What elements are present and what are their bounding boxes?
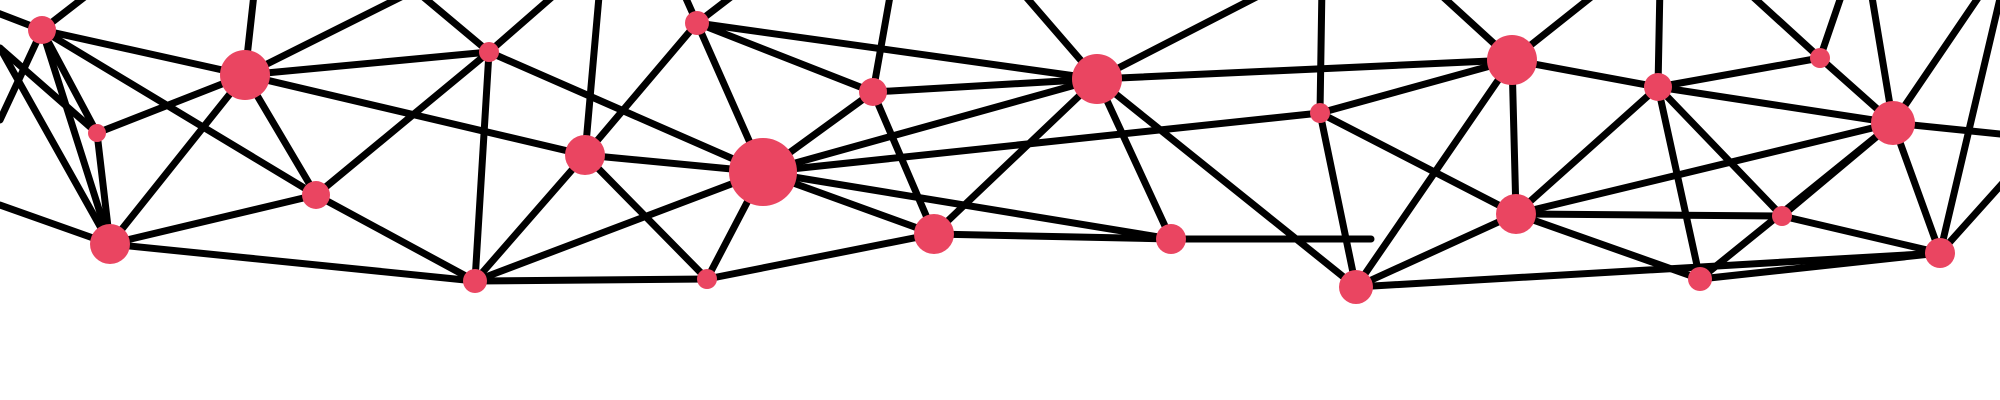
network-edge bbox=[1778, 119, 1897, 220]
network-edge bbox=[1936, 180, 2000, 257]
network-edge bbox=[1654, 83, 1704, 283]
node-layer bbox=[28, 11, 1955, 304]
network-edge bbox=[106, 71, 249, 248]
network-edge bbox=[1512, 119, 1897, 218]
network-edge bbox=[1816, 0, 1844, 62]
network-node bbox=[88, 124, 106, 142]
network-edge bbox=[1316, 109, 1520, 218]
network-edge bbox=[1654, 83, 1786, 220]
network-edge bbox=[1654, 0, 1664, 91]
network-edge bbox=[471, 48, 493, 285]
network-edge bbox=[485, 0, 554, 56]
network-edge bbox=[93, 71, 249, 137]
network-edge bbox=[930, 75, 1101, 238]
network-edge bbox=[38, 26, 101, 137]
network-edge bbox=[703, 230, 938, 283]
network-node bbox=[1339, 270, 1373, 304]
network-node bbox=[90, 224, 130, 264]
network-node bbox=[697, 269, 717, 289]
network-node bbox=[28, 16, 56, 44]
network-node bbox=[302, 181, 330, 209]
network-node bbox=[1810, 48, 1830, 68]
network-edge bbox=[1093, 75, 1175, 243]
network-edge bbox=[0, 26, 46, 124]
network-node bbox=[1772, 206, 1792, 226]
network-node bbox=[1644, 73, 1672, 101]
network-edge bbox=[1512, 83, 1662, 218]
network-node bbox=[463, 269, 487, 293]
network-edge bbox=[930, 230, 1175, 243]
network-node bbox=[729, 138, 797, 206]
network-node bbox=[1688, 267, 1712, 291]
network-edge bbox=[0, 44, 101, 137]
network-edge bbox=[1316, 56, 1516, 117]
network-edge bbox=[759, 75, 1101, 176]
network-node bbox=[914, 214, 954, 254]
network-edge bbox=[693, 19, 877, 96]
network-node bbox=[479, 42, 499, 62]
network-edge bbox=[1093, 0, 1259, 83]
network-node bbox=[1871, 101, 1915, 145]
network-node bbox=[685, 11, 709, 35]
network-edge bbox=[106, 240, 479, 285]
network-edge bbox=[471, 168, 767, 285]
network-edge bbox=[869, 88, 938, 238]
network-edge bbox=[1889, 119, 1944, 257]
network-edge bbox=[693, 19, 1101, 83]
network-edge bbox=[1316, 109, 1360, 291]
network-edge bbox=[1093, 56, 1516, 83]
network-edge bbox=[1889, 0, 1981, 127]
network-edge bbox=[1512, 210, 1786, 220]
network-edge bbox=[1352, 249, 1944, 291]
network-edge bbox=[1508, 56, 1520, 218]
network-edge bbox=[312, 191, 479, 285]
network-edge bbox=[1778, 212, 1944, 257]
network-edge bbox=[106, 191, 320, 248]
network-edge bbox=[312, 48, 493, 199]
network-edge bbox=[1751, 0, 1824, 62]
network-edge bbox=[869, 75, 1101, 96]
network-edge bbox=[1696, 249, 1944, 283]
network-node bbox=[1487, 35, 1537, 85]
network-node bbox=[859, 78, 887, 106]
network-edge bbox=[869, 0, 893, 96]
network-node bbox=[1496, 194, 1536, 234]
network-edge bbox=[241, 0, 403, 79]
network-edge bbox=[1654, 54, 1824, 91]
network-edge bbox=[241, 48, 493, 79]
network-edge bbox=[471, 275, 711, 285]
network-edge bbox=[1868, 0, 1897, 127]
network-edge bbox=[1654, 83, 1897, 127]
edge-layer bbox=[0, 0, 2000, 291]
network-edge bbox=[0, 44, 114, 248]
network-edge bbox=[1316, 0, 1326, 117]
network-node bbox=[1156, 224, 1186, 254]
network-node bbox=[565, 135, 605, 175]
network-edge bbox=[471, 151, 589, 285]
network-edge bbox=[38, 26, 249, 79]
network-node bbox=[1072, 54, 1122, 104]
network-edge bbox=[581, 19, 701, 159]
network-edge bbox=[1352, 210, 1520, 291]
network-edge bbox=[1936, 0, 2000, 257]
network-node bbox=[1925, 238, 1955, 268]
network-edge bbox=[38, 26, 114, 248]
network-node bbox=[1310, 103, 1330, 123]
network-edge bbox=[581, 0, 603, 159]
network-edge bbox=[38, 26, 320, 199]
network-edge bbox=[759, 109, 1324, 176]
network-node bbox=[220, 50, 270, 100]
network-edge bbox=[1352, 56, 1516, 291]
network-edge bbox=[421, 0, 493, 56]
network-edge bbox=[1093, 75, 1360, 291]
